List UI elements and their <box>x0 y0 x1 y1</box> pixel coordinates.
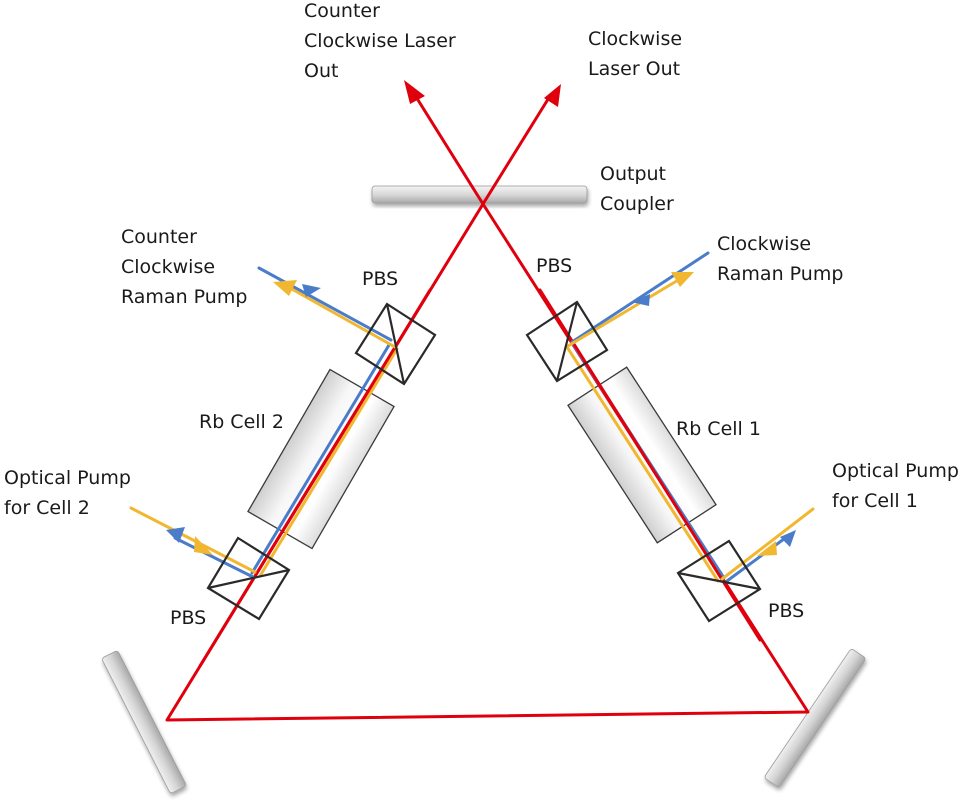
output-coupler-mirror <box>371 185 588 204</box>
pbs-bottom-right <box>676 539 762 623</box>
label-ccw-laser-out: Counter Clockwise Laser Out <box>304 0 456 82</box>
label-ccw-raman-pump: Counter Clockwise Raman Pump <box>121 226 248 308</box>
ccw-raman-in-cell-beam <box>250 343 391 575</box>
optical-pump-cell-2-beam <box>129 506 257 574</box>
cw-raman-pump-yellow-beam <box>566 277 682 348</box>
pbs-bottom-left <box>206 536 291 621</box>
optical-pump-1-yellow-arrowhead <box>757 541 777 556</box>
cw-raman-pump-beam <box>570 251 710 344</box>
label-pbs-bottom-right: PBS <box>768 600 805 622</box>
label-pbs-top-right: PBS <box>536 255 573 277</box>
optical-pump-2-in-cell-beam <box>258 347 399 578</box>
ccw-laser-out-beam <box>411 90 485 206</box>
ccw-raman-pump-blue-arrowhead <box>302 284 321 297</box>
optical-pump-2-yellow-arrowhead <box>194 536 213 555</box>
laser-path-left-leg <box>165 202 810 722</box>
label-optical-pump-cell-1: Optical Pump for Cell 1 <box>832 460 959 512</box>
ccw-laser-arrowhead <box>404 80 425 104</box>
label-pbs-top-left: PBS <box>362 268 399 290</box>
label-rb-cell-2: Rb Cell 2 <box>199 411 284 433</box>
optical-pump-2-blue-arrowhead <box>166 527 185 543</box>
label-optical-pump-cell-2: Optical Pump for Cell 2 <box>4 467 131 519</box>
label-cw-raman-pump: Clockwise Raman Pump <box>717 233 844 285</box>
label-pbs-bottom-left: PBS <box>170 607 207 629</box>
label-rb-cell-1: Rb Cell 1 <box>676 418 761 440</box>
ccw-raman-pump-beam <box>257 266 393 342</box>
optical-pump-cell-2-blue-beam <box>173 536 255 579</box>
left-leg-beams <box>129 266 432 668</box>
ccw-raman-pump-yellow-beam <box>288 286 397 349</box>
pbs-top-right <box>525 300 609 383</box>
cw-laser-arrowhead <box>544 84 561 107</box>
label-output-coupler: Output Coupler <box>600 163 674 215</box>
cw-raman-pump-blue-arrowhead <box>631 294 650 306</box>
cw-raman-pump-yellow-arrowhead <box>671 272 694 287</box>
laser-in-cell-2 <box>198 288 432 668</box>
pbs-top-left <box>354 302 437 386</box>
optical-pump-1-in-cell-beam <box>565 345 720 583</box>
label-cw-laser-out: Clockwise Laser Out <box>588 28 683 80</box>
ccw-raman-pump-yellow-arrowhead <box>273 280 297 296</box>
right-leg-beams <box>538 251 815 642</box>
optical-pump-cell-1-beam <box>720 507 815 581</box>
mirror-bottom-left <box>102 650 186 794</box>
optical-pump-1-blue-arrowhead <box>780 530 796 547</box>
cw-laser-out-beam <box>481 94 552 206</box>
optical-pump-cell-1-blue-beam <box>725 534 790 583</box>
